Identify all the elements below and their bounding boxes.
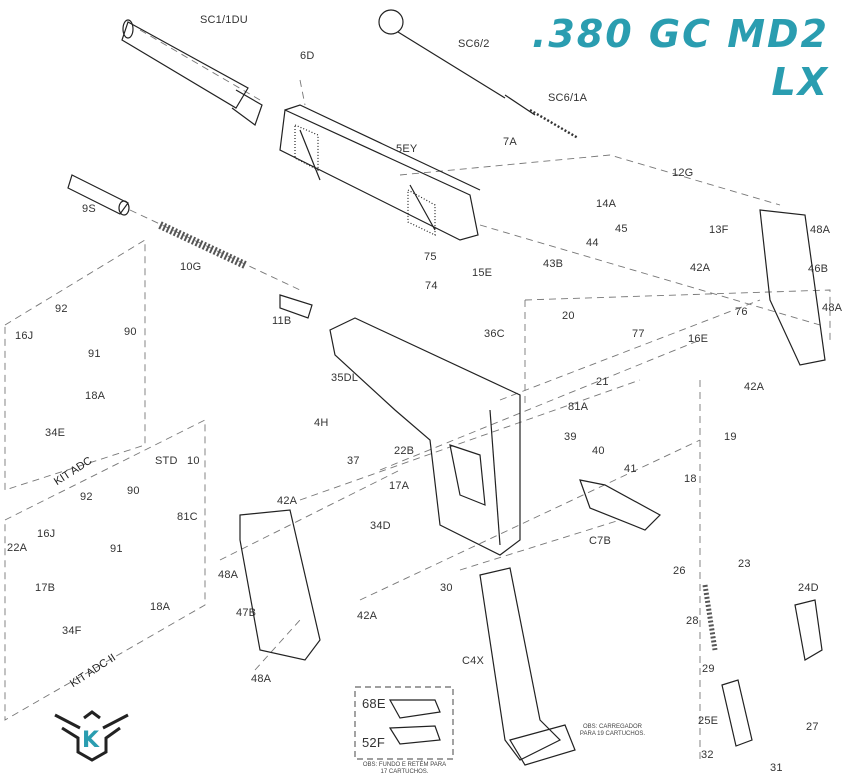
part-label: 44 (586, 237, 599, 249)
part-label: 48A (822, 302, 843, 314)
part-label: 31 (770, 762, 783, 774)
part-label: 18A (150, 601, 171, 613)
brush-part (529, 108, 579, 140)
part-label: 25E (698, 715, 719, 727)
part-label: 46B (808, 263, 829, 275)
part-label: 81C (177, 511, 198, 523)
part-label: 16E (688, 333, 709, 345)
slide-part (279, 104, 481, 241)
part-label: 36C (484, 328, 505, 340)
part-label: 74 (425, 280, 438, 292)
part-label: 45 (615, 223, 628, 235)
part-label: 13F (709, 224, 729, 236)
part-label: 40 (592, 445, 605, 457)
part-label: 41 (624, 463, 637, 475)
floorplate-box (354, 686, 454, 760)
part-label: SC1/1DU (200, 14, 248, 26)
part-label: 32 (701, 749, 714, 761)
part-label: 92 (80, 491, 93, 503)
part-label: 48A (218, 569, 239, 581)
part-label: 28 (686, 615, 699, 627)
part-label: 76 (735, 306, 748, 318)
part-label: 37 (347, 455, 360, 467)
magazine-note: OBS: CARREGADOR PARA 19 CARTUCHOS. (579, 724, 646, 737)
part-label: 34F (62, 625, 82, 637)
part-label: 18A (85, 390, 106, 402)
model-subtitle: LX (771, 60, 829, 104)
part-label: 16J (15, 330, 34, 342)
part-label: 23 (738, 558, 751, 570)
part-label: 10G (180, 261, 202, 273)
part-label: 26 (673, 565, 686, 577)
part-label: 42A (357, 610, 378, 622)
part-label: 68E (362, 696, 386, 711)
mainspring-housing-part (702, 584, 753, 747)
part-label: 52F (362, 735, 386, 750)
part-label: 91 (88, 348, 101, 360)
part-label: 35DL (331, 372, 359, 384)
part-label: 6D (300, 50, 315, 62)
part-label: 75 (424, 251, 437, 263)
part-label: 90 (124, 326, 137, 338)
brand-logo (54, 710, 129, 762)
part-label: 24D (798, 582, 819, 594)
part-label: 16J (37, 528, 56, 540)
part-label: STD (155, 455, 178, 467)
part-label: 42A (277, 495, 298, 507)
trigger-part (579, 479, 661, 531)
barrel-part (121, 19, 263, 126)
part-label: 14A (596, 198, 617, 210)
part-label: 48A (810, 224, 831, 236)
part-label: 90 (127, 485, 140, 497)
part-label: 10 (187, 455, 200, 467)
hammer-part (794, 599, 823, 661)
model-title: .380 GC MD2 (531, 12, 829, 56)
dashed-guides (4, 29, 831, 760)
part-label: 39 (564, 431, 577, 443)
part-label: 17B (35, 582, 56, 594)
part-label: 9S (82, 203, 96, 215)
right-grip-part (759, 209, 826, 366)
part-label: 20 (562, 310, 575, 322)
part-label: C7B (589, 535, 611, 547)
recoil-parts (67, 174, 313, 319)
cleaning-rod-part (378, 9, 536, 116)
part-label: 47B (236, 607, 257, 619)
part-label: 21 (596, 376, 609, 388)
part-label: 22B (394, 445, 415, 457)
part-label: 4H (314, 417, 329, 429)
part-label: 77 (632, 328, 645, 340)
part-label: 27 (806, 721, 819, 733)
part-label: 43B (543, 258, 564, 270)
magazine-part (479, 567, 576, 766)
part-label: 19 (724, 431, 737, 443)
frame-part (329, 317, 521, 556)
part-label: 91 (110, 543, 123, 555)
part-label: 12G (672, 167, 694, 179)
part-label: 48A (251, 673, 272, 685)
part-label: 15E (472, 267, 493, 279)
floorplate-note: OBS: FUNDO E RETÉM PARA 17 CARTUCHOS. (362, 762, 447, 775)
part-label: C4X (462, 655, 484, 667)
part-label: 34D (370, 520, 391, 532)
part-label: 7A (503, 136, 517, 148)
part-label: 42A (744, 381, 765, 393)
part-label: SC6/2 (458, 38, 490, 50)
part-label: 5EY (396, 143, 418, 155)
part-label: 22A (7, 542, 28, 554)
part-label: 42A (690, 262, 711, 274)
part-label: 18 (684, 473, 697, 485)
part-label: 81A (568, 401, 589, 413)
part-label: 17A (389, 480, 410, 492)
part-label: SC6/1A (548, 92, 588, 104)
logo-letter: K (82, 728, 100, 753)
part-label: 34E (45, 427, 66, 439)
left-grip-part (239, 509, 321, 661)
part-label: 92 (55, 303, 68, 315)
part-label: 11B (272, 315, 292, 327)
part-label: 30 (440, 582, 453, 594)
part-label: 29 (702, 663, 715, 675)
